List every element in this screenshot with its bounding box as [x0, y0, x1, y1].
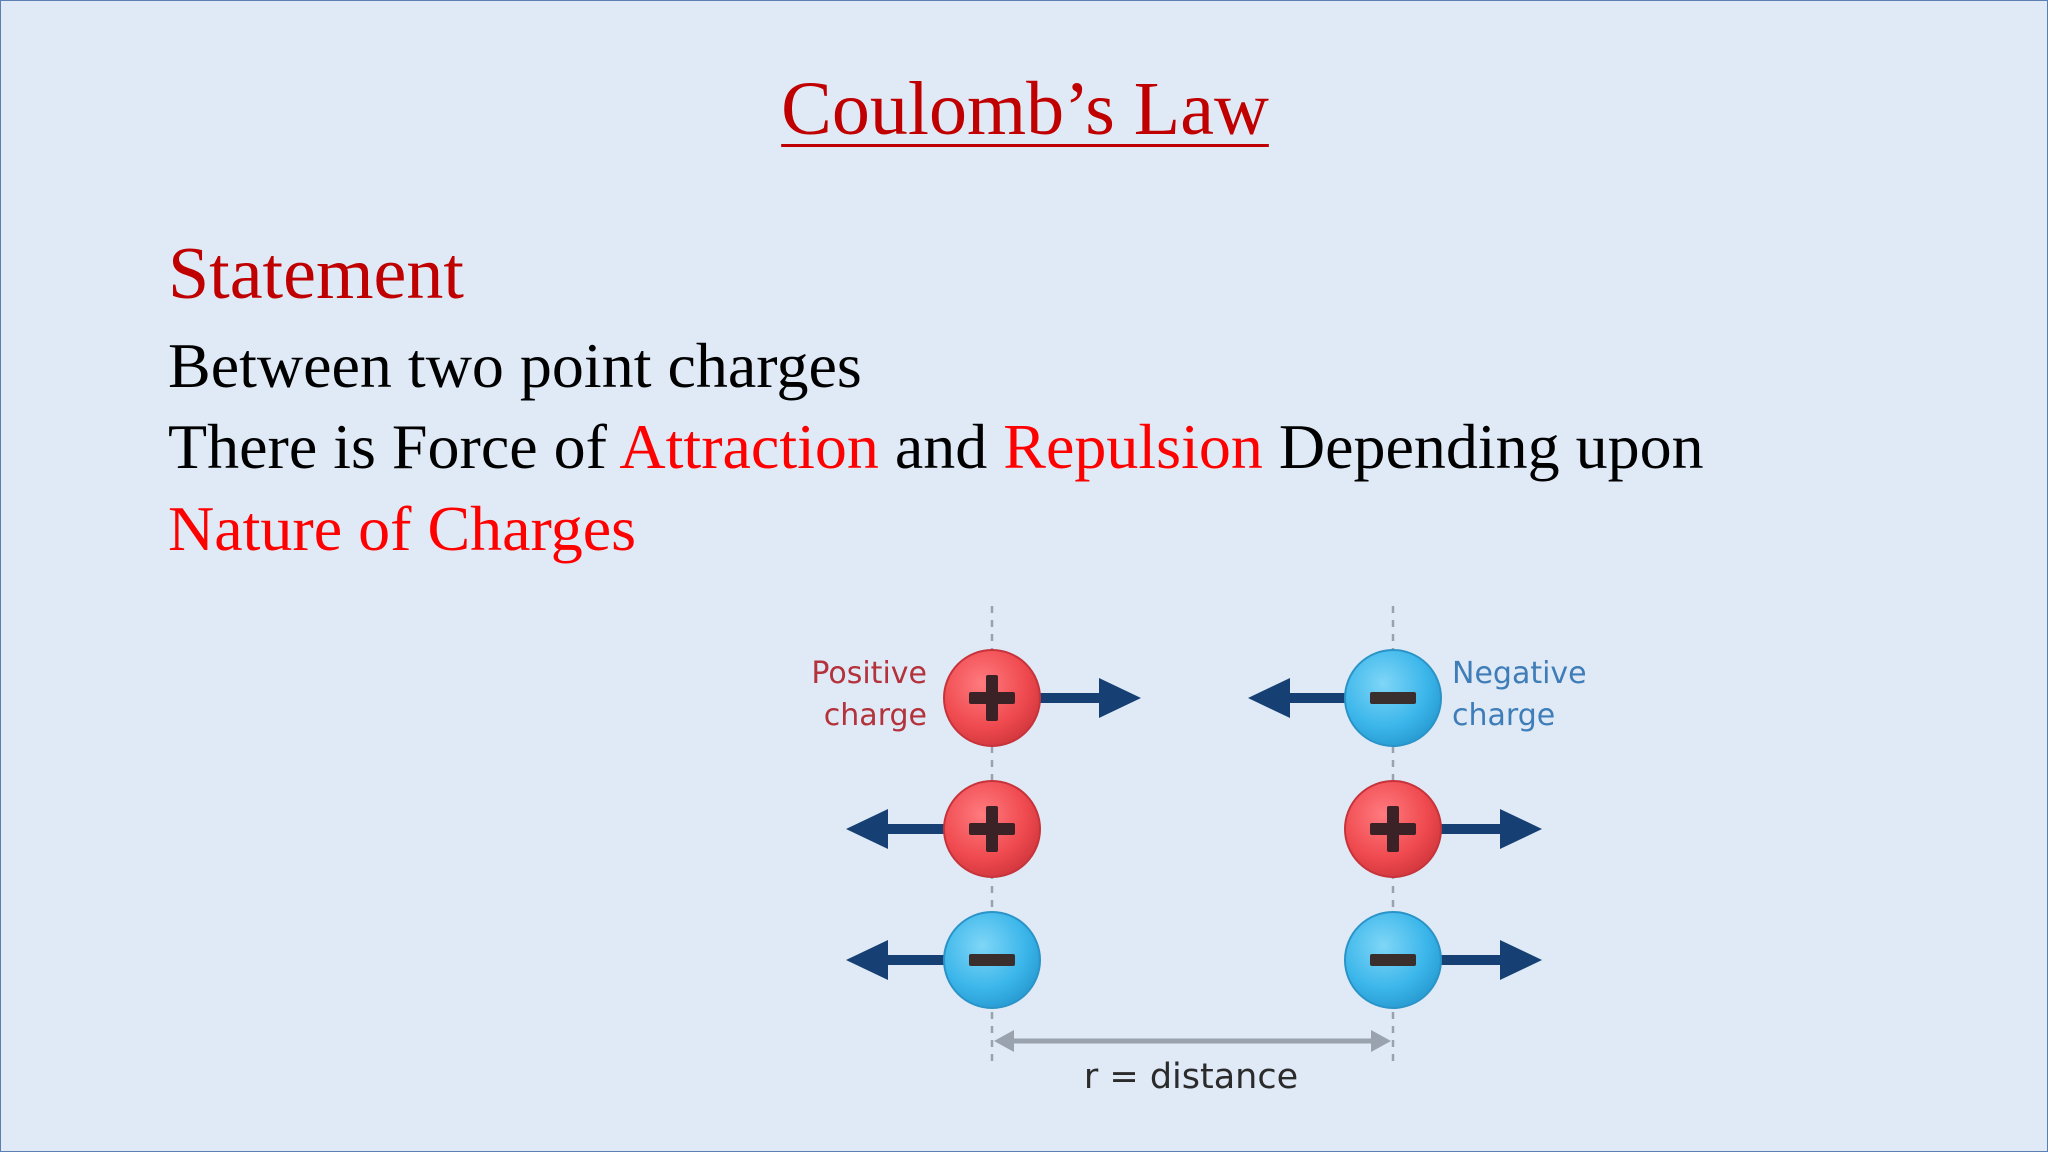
statement-heading: Statement [168, 233, 464, 315]
positive-label-line2: charge [824, 698, 927, 733]
distance-arrow-icon [994, 1030, 1391, 1052]
statement-line-1: Between two point charges [168, 330, 862, 401]
arrow-right-icon [1431, 809, 1542, 849]
slide-title: Coulomb’s Law [1, 71, 2048, 147]
arrow-left-icon [846, 809, 956, 849]
statement-line-3: Nature of Charges [168, 493, 636, 564]
negative-charge-icon [1344, 911, 1442, 1009]
positive-charge-icon [943, 780, 1041, 878]
statement-line-2: There is Force of Attraction and Repulsi… [168, 415, 1704, 479]
arrow-left-icon [846, 940, 956, 980]
positive-charge-icon [1344, 780, 1442, 878]
positive-label-line1: Positive [811, 656, 927, 691]
distance-label: r = distance [1084, 1057, 1298, 1097]
slide-title-text: Coulomb’s Law [781, 67, 1269, 151]
line2-part2: and [894, 411, 988, 482]
arrow-right-icon [1031, 678, 1141, 718]
attraction-text: Attraction [619, 411, 879, 482]
positive-charge-icon [943, 649, 1041, 747]
negative-charge-icon [943, 911, 1041, 1009]
arrow-right-icon [1431, 940, 1542, 980]
line2-part1: There is Force of [168, 411, 607, 482]
negative-label-line1: Negative [1452, 656, 1587, 691]
arrow-left-icon [1248, 678, 1356, 718]
repulsion-text: Repulsion [1003, 411, 1263, 482]
negative-charge-icon [1344, 649, 1442, 747]
negative-label-line2: charge [1452, 698, 1555, 733]
line2-part3: Depending upon [1278, 411, 1704, 482]
